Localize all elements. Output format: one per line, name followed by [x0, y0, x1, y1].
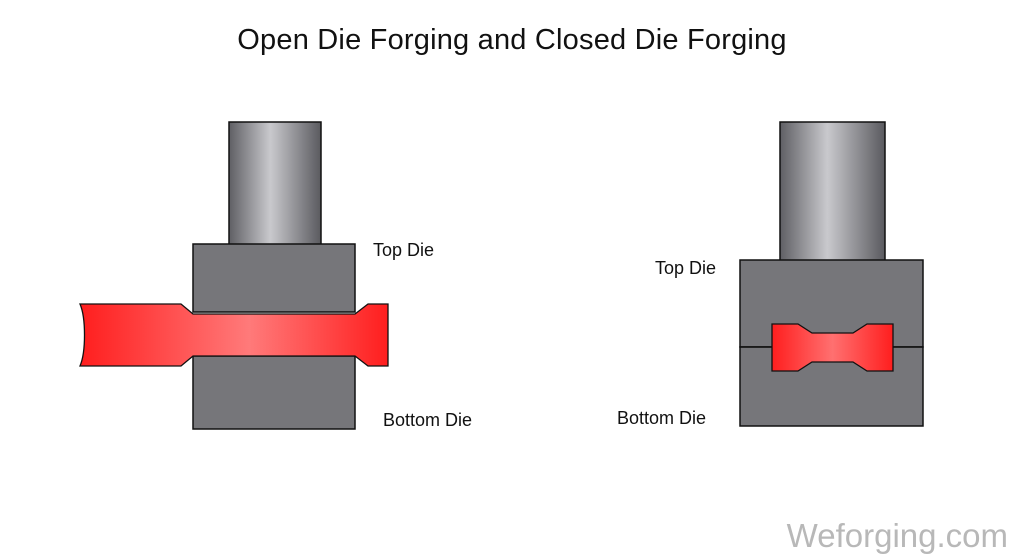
closed-die-top-label: Top Die	[655, 258, 717, 278]
closed-die-assembly	[739, 121, 924, 427]
open-die-bottom-die	[192, 355, 356, 430]
open-die-assembly	[79, 121, 389, 430]
watermark: Weforging.com	[786, 517, 1008, 554]
closed-die-workpiece	[771, 323, 894, 372]
closed-die-bottom-label: Bottom Die	[617, 408, 707, 428]
open-die-top-die	[192, 243, 356, 313]
open-die-top-label: Top Die	[373, 240, 435, 260]
page-title: Open Die Forging and Closed Die Forging	[237, 24, 787, 56]
open-die-ram-cylinder	[228, 121, 322, 246]
open-die-workpiece	[79, 303, 389, 367]
open-die-bottom-label: Bottom Die	[383, 410, 473, 430]
closed-die-ram-cylinder	[779, 121, 886, 262]
